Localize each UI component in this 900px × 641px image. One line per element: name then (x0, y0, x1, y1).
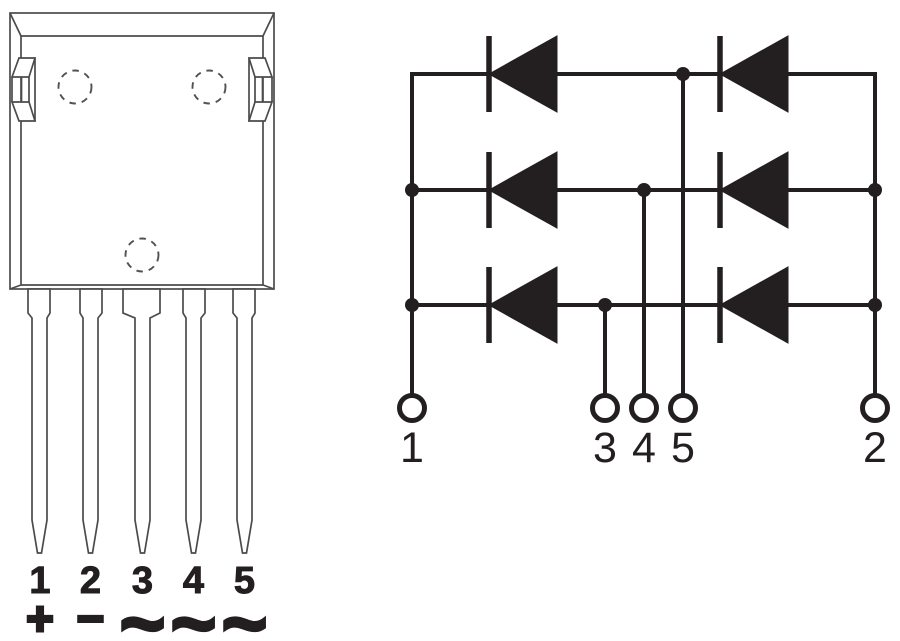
diode-left-bottom (486, 266, 558, 344)
terminal-circle-3 (590, 393, 620, 423)
pin-number-labels: 1 2 3 4 5 (29, 560, 256, 603)
package-body (9, 12, 275, 290)
pin-number-3: 3 (132, 560, 153, 602)
terminal-label-3: 3 (593, 424, 617, 472)
terminal-label-2: 2 (863, 424, 887, 472)
terminal-label-4: 4 (632, 424, 656, 472)
terminal-label-5: 5 (671, 424, 695, 472)
pin-number-5: 5 (234, 560, 255, 602)
package-pin-1 (27, 288, 51, 554)
pin-number-4: 4 (183, 560, 204, 602)
outer-rail-wires (410, 72, 877, 398)
junction-row3-mid (598, 298, 612, 312)
hole-marker-bottom (124, 237, 160, 273)
hole-marker-right (191, 69, 227, 105)
terminal-circles (397, 393, 890, 423)
terminal-circle-5 (668, 393, 698, 423)
terminal-circle-1 (397, 393, 427, 423)
junction-dots (405, 67, 882, 312)
junction-row2-mid (637, 183, 651, 197)
pin-symbol-ac-5: ~ (222, 579, 268, 641)
package-pin-3 (122, 288, 161, 554)
pin-symbol-ac-3: ~ (120, 579, 166, 641)
pin-number-1: 1 (29, 560, 50, 602)
terminal-circle-4 (629, 393, 659, 423)
diode-left-middle (486, 151, 558, 229)
junction-right-rail-row3 (868, 298, 882, 312)
terminal-label-1: 1 (400, 424, 424, 472)
terminal-circle-2 (860, 393, 890, 423)
pin-number-2: 2 (80, 560, 101, 602)
pin-symbol-minus: − (77, 592, 104, 641)
mounting-tab-right (247, 57, 274, 122)
junction-left-rail-row3 (405, 298, 419, 312)
junction-right-rail-row2 (868, 183, 882, 197)
pin-symbol-plus: + (26, 592, 53, 641)
mounting-tab-left (10, 57, 37, 122)
package-pin-4 (182, 288, 206, 554)
terminal-labels: 1 3 4 5 2 (400, 424, 887, 472)
package-outline-diagram: 1 2 3 4 5 + − ~ ~ ~ (9, 12, 275, 641)
diode-right-middle (717, 151, 789, 229)
junction-left-rail-row2 (405, 183, 419, 197)
pin-function-symbols: + − ~ ~ ~ (25, 577, 269, 641)
package-pin-5 (232, 288, 256, 554)
diode-right-bottom (717, 266, 789, 344)
hole-marker-left (57, 69, 93, 105)
diode-right-top (717, 35, 789, 113)
junction-row1-mid (676, 67, 690, 81)
package-pins (27, 288, 256, 554)
diode-left-top (486, 35, 558, 113)
bridge-circuit-diagram: 1 3 4 5 2 (397, 35, 890, 472)
pin-symbol-ac-4: ~ (171, 579, 217, 641)
package-pin-2 (79, 288, 103, 554)
